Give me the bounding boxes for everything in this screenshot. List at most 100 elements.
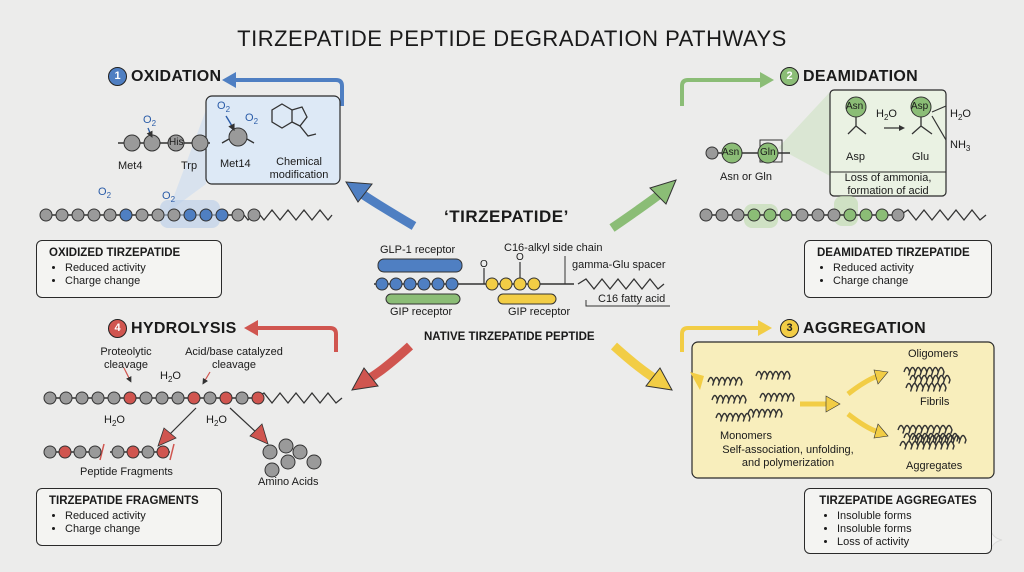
peptide-bead: [167, 208, 181, 222]
o2-label-chain-left: O2: [98, 186, 112, 201]
deamidation-mechanism-caption: Loss of ammonia, formation of acid: [844, 172, 932, 197]
peptide-bead: [843, 208, 857, 222]
peptide-bead: [763, 208, 777, 222]
peptide-bead: [119, 208, 133, 222]
peptide-bead: [43, 391, 57, 405]
peptide-bead: [875, 208, 889, 222]
peptide-bead: [203, 391, 217, 405]
peptide-bead: [231, 208, 245, 222]
monomer-coil: [711, 394, 747, 404]
oxidized-summary-box: OXIDIZED TIRZEPATIDE Reduced activityCha…: [36, 240, 222, 298]
peptide-bead: [219, 391, 233, 405]
ammonia-label: NH3: [950, 139, 971, 154]
peptide-bead: [141, 445, 155, 459]
peptide-bead: [235, 391, 249, 405]
fragments-bullet: Reduced activity: [65, 510, 221, 523]
oligomer-coil: [903, 366, 945, 376]
asn-or-gln-label: Asn or Gln: [720, 171, 772, 183]
peptide-bead: [87, 208, 101, 222]
aggregation-header: AGGREGATION: [803, 320, 927, 337]
monomer-coil: [747, 408, 783, 418]
met14-label: Met14: [220, 158, 251, 170]
asp-product-label: Asp: [846, 151, 865, 163]
water-out-label: H2O: [950, 108, 971, 123]
peptide-bead: [731, 208, 745, 222]
peptide-bead: [891, 208, 905, 222]
met4-label: Met4: [118, 160, 143, 172]
peptide-bead: [73, 445, 87, 459]
water-in-label: H2O: [876, 108, 897, 123]
peptide-bead: [527, 277, 541, 291]
peptide-bead: [126, 445, 140, 459]
oxidized-bullet: Charge change: [65, 275, 221, 288]
aggregates-label: Aggregates: [906, 460, 963, 472]
monomer-coil: [715, 412, 751, 422]
peptide-bead: [91, 391, 105, 405]
glp1-receptor-label: GLP-1 receptor: [380, 244, 456, 256]
gln-residue-label: Gln: [760, 147, 776, 158]
aggregate-coil: [897, 424, 953, 434]
peptide-bead: [779, 208, 793, 222]
peptide-bead: [71, 208, 85, 222]
page-title: TIRZEPATIDE PEPTIDE DEGRADATION PATHWAYS: [237, 26, 787, 51]
peptide-bead: [247, 208, 261, 222]
peptide-bead: [499, 277, 513, 291]
deamidation-zoom-callout: [759, 89, 947, 197]
peptide-bead: [859, 208, 873, 222]
peptide-bead: [389, 277, 403, 291]
aggregates-summary-box: TIRZEPATIDE AGGREGATES Insoluble formsIn…: [804, 488, 992, 554]
hydrolysis-chain: [43, 367, 343, 405]
aggregate-coil: [899, 440, 955, 450]
hydrolysis-flow-arrow: [244, 320, 338, 352]
aggregate-coil: [903, 432, 959, 442]
fragments-box-title: TIRZEPATIDE FRAGMENTS: [49, 495, 199, 507]
o2-label-zoom-left: O2: [217, 100, 231, 115]
deamidation-header: DEAMIDATION: [803, 68, 918, 85]
arrow-to-deamidation: [609, 179, 677, 232]
oxidation-residue-chain: [118, 127, 210, 152]
asp-zoom-label: Asp: [911, 101, 929, 112]
fragments-bullet: Charge change: [65, 523, 221, 536]
native-peptide-structure: [374, 256, 670, 307]
peptide-bead: [403, 277, 417, 291]
deamidated-bullet: Charge change: [833, 275, 991, 288]
oxidized-box-title: OXIDIZED TIRZEPATIDE: [49, 247, 181, 259]
aggregates-bullet: Loss of activity: [837, 536, 912, 549]
peptide-bead: [75, 391, 89, 405]
peptide-bead: [375, 277, 389, 291]
peptide-bead: [485, 277, 499, 291]
peptide-bead: [88, 445, 102, 459]
peptide-bead: [431, 277, 445, 291]
peptide-bead: [747, 208, 761, 222]
peptide-bead: [43, 445, 57, 459]
peptide-bead: [417, 277, 431, 291]
monomer-coil: [755, 370, 791, 380]
amino-acid-beads: [262, 438, 322, 478]
chemical-modification-label: Chemical modification: [269, 156, 329, 181]
peptide-bead: [199, 208, 213, 222]
peptide-bead: [111, 445, 125, 459]
monomers-label: Monomers: [720, 430, 772, 442]
deamidated-box-title: DEAMIDATED TIRZEPATIDE: [817, 247, 970, 259]
gip-receptor-label-right: GIP receptor: [508, 306, 571, 318]
fibrils-label: Fibrils: [920, 396, 950, 408]
glu-product-label: Glu: [912, 151, 930, 163]
peptide-bead: [59, 391, 73, 405]
aggregation-process-label: Self-association, unfolding, and polymer…: [722, 444, 854, 469]
aggregates-box-title: TIRZEPATIDE AGGREGATES: [819, 495, 977, 507]
monomer-coil: [707, 376, 743, 386]
hydrolysis-cleavage-arrows: [157, 407, 269, 447]
aggregates-bullet: Insoluble forms: [837, 523, 912, 536]
peptide-bead: [811, 208, 825, 222]
c16-fatty-acid-label: C16 fatty acid: [598, 293, 666, 305]
peptide-bead: [151, 208, 165, 222]
native-chain-residues: [375, 277, 541, 291]
oligomers-label: Oligomers: [908, 348, 959, 360]
peptide-bead: [156, 445, 170, 459]
deamidation-number-badge: 2: [780, 67, 799, 86]
aggregate-coil: [911, 434, 967, 444]
o2-label-chain: O2: [143, 114, 157, 129]
peptide-fragments-label: Peptide Fragments: [80, 466, 173, 478]
oligomer-coil: [905, 382, 947, 392]
